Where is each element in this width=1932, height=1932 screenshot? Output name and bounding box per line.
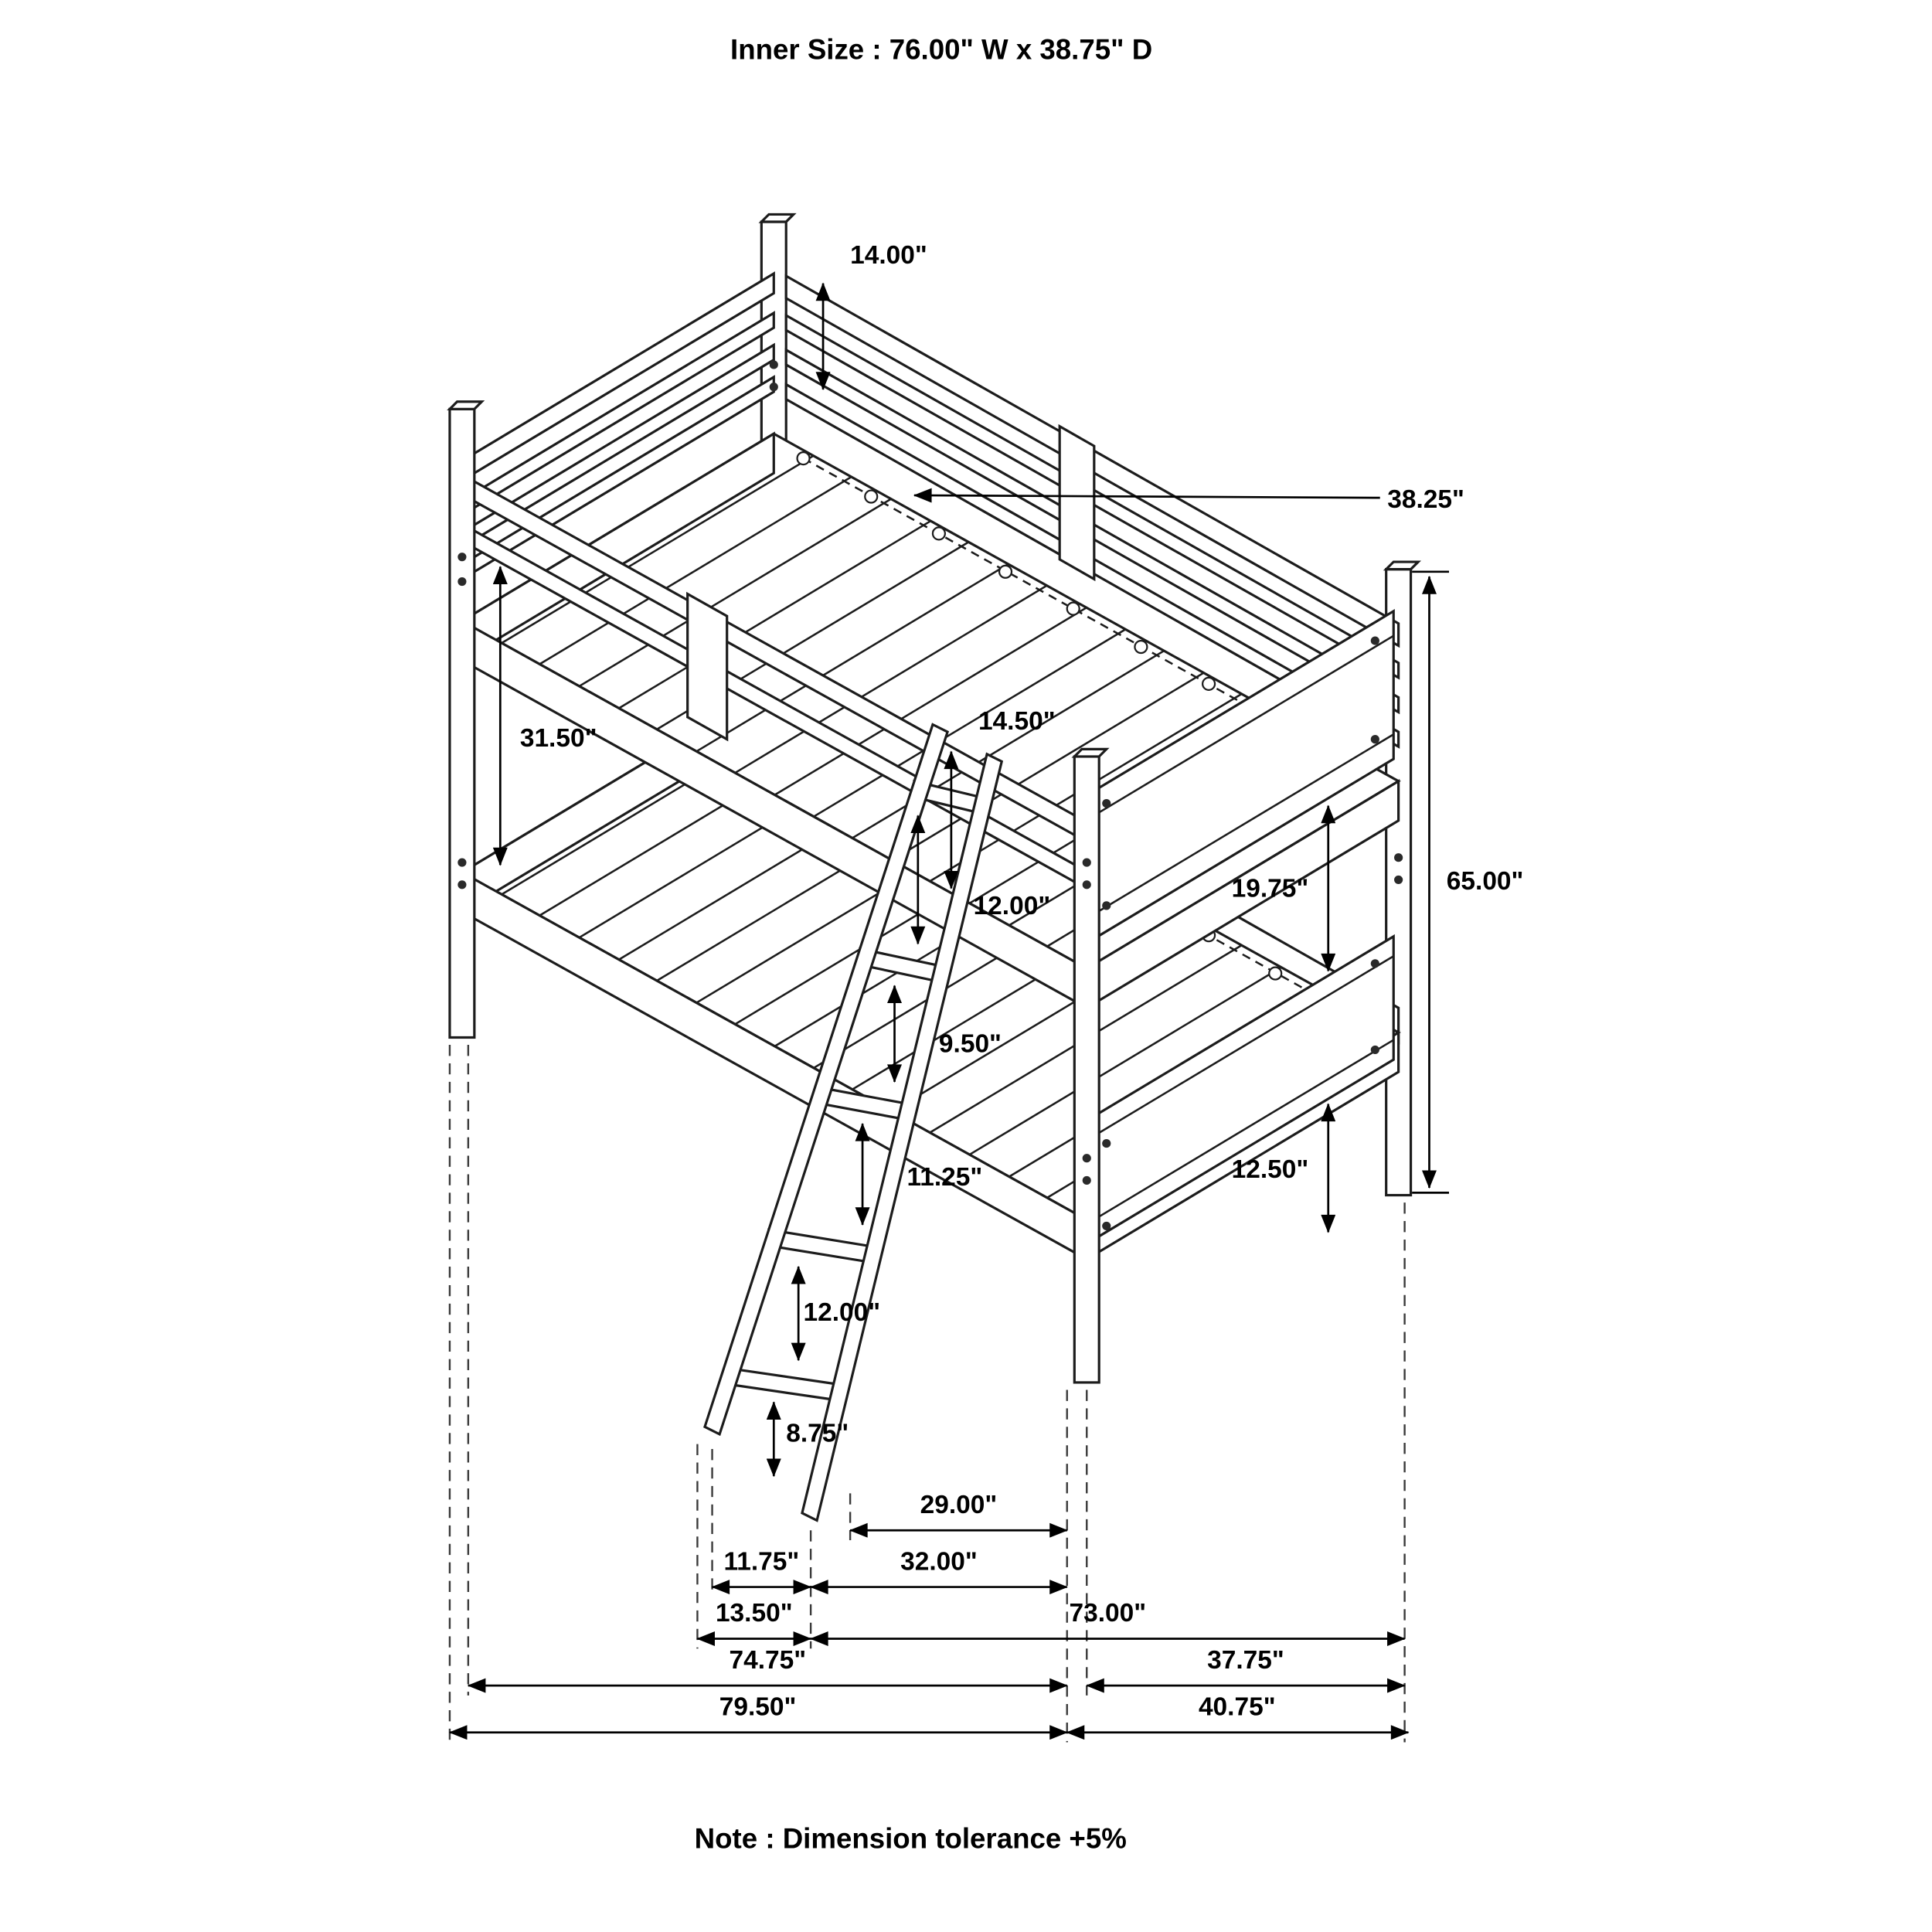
dim-slats: 38.25" xyxy=(1387,485,1464,514)
dim-ladder-rung-1: 12.00" xyxy=(974,892,1051,920)
tolerance-note: Note : Dimension tolerance +5% xyxy=(695,1823,1127,1855)
bolt-holes xyxy=(457,360,1403,1230)
drawing-title: Inner Size : 76.00" W x 38.75" D xyxy=(730,34,1152,66)
dim-headboard-height: 14.00" xyxy=(850,241,927,270)
dimension-lines xyxy=(448,282,1449,1743)
dim-guardrail-height: 14.50" xyxy=(978,707,1056,736)
dim-overall-depth: 40.75" xyxy=(1199,1692,1276,1721)
dim-ladder-reach-outer: 32.00" xyxy=(900,1547,978,1576)
dim-ladder-foot-offset: 13.50" xyxy=(716,1599,793,1628)
ladder-rung xyxy=(723,1366,835,1402)
dim-ladder-rung-2: 9.50" xyxy=(939,1030,1002,1059)
front-left-post xyxy=(447,400,485,1039)
headboard xyxy=(461,271,775,582)
dim-footboard-gap: 19.75" xyxy=(1232,875,1309,903)
dim-footboard-bottom: 12.50" xyxy=(1232,1155,1309,1184)
dim-bed-length-frame: 74.75" xyxy=(729,1646,806,1675)
ladder-left-stringer xyxy=(703,723,950,1437)
dim-ladder-rung-5: 8.75" xyxy=(786,1419,849,1447)
dim-bunk-spacing: 31.50" xyxy=(520,724,597,753)
dim-ladder-foot-width: 11.75" xyxy=(723,1547,799,1576)
dim-bed-depth-frame: 37.75" xyxy=(1207,1646,1284,1675)
dimension-labels: Inner Size : 76.00" W x 38.75" D Note : … xyxy=(520,34,1524,1855)
far-guardrail-support xyxy=(1058,423,1096,582)
dim-ladder-rung-4: 12.00" xyxy=(804,1298,881,1327)
dim-overall-height: 65.00" xyxy=(1447,867,1524,896)
bed-frame xyxy=(447,213,1421,1522)
dim-ladder-reach: 29.00" xyxy=(920,1491,998,1519)
ladder xyxy=(703,723,1004,1522)
near-guardrail-support xyxy=(686,591,729,742)
dim-bed-length-inner: 73.00" xyxy=(1070,1599,1147,1628)
ladder-right-stringer xyxy=(801,752,1004,1522)
dim-overall-length: 79.50" xyxy=(719,1692,797,1721)
dim-ladder-rung-3: 11.25" xyxy=(906,1163,982,1192)
